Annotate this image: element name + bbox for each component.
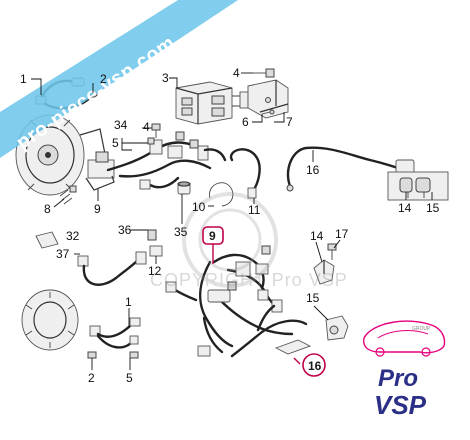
sensor-cable-part-16-lower	[230, 319, 312, 358]
bracket-part-7	[247, 79, 289, 119]
callout-12: 12	[148, 264, 162, 278]
engine-harness-part-9	[106, 131, 227, 190]
screw-part-8	[59, 185, 77, 205]
callout-36: 36	[118, 223, 132, 237]
callouts: 1 2 3 4 34 4 5 6 7 8 9 10 11 16 14 15 35…	[20, 66, 440, 385]
callout-1-top: 1	[20, 72, 27, 86]
callout-15-lower: 15	[306, 291, 320, 305]
bulb-parts-14-15	[387, 171, 449, 201]
callout-5-lower: 5	[126, 371, 133, 385]
leader-lines	[31, 72, 433, 370]
regulator-part-34	[85, 151, 115, 191]
callout-1-lower: 1	[125, 295, 132, 309]
cable-part-37	[77, 251, 147, 286]
callout-35: 35	[174, 225, 188, 239]
fastener-part-17	[327, 243, 337, 260]
callout-2-top: 2	[100, 72, 107, 86]
wire-part-10	[209, 182, 234, 207]
callout-16-highlighted: 16	[308, 359, 322, 373]
callout-3: 3	[162, 71, 169, 85]
callout-2-lower: 2	[88, 371, 95, 385]
grommet-part-35	[177, 181, 191, 195]
sensor-cable-part-16-top	[286, 146, 415, 192]
callout-17: 17	[335, 227, 349, 241]
callout-9-highlighted: 9	[209, 229, 216, 243]
sticker-part-32	[35, 231, 59, 249]
callout-8: 8	[44, 202, 51, 216]
callout-5-top: 5	[112, 136, 119, 150]
pro-vsp-logo: GROUP Pro VSP	[363, 320, 446, 420]
bulb-holder-part-14	[313, 259, 335, 285]
bolt-part-2-lower	[87, 351, 97, 359]
cable-part-1-lower	[89, 317, 141, 349]
stator-drawing	[21, 289, 79, 351]
bolt-part-5-lower	[129, 351, 139, 359]
copyright-text: COPYRIGHT Pro VSP	[150, 270, 348, 290]
callout-10: 10	[192, 200, 206, 214]
callout-14-lower: 14	[310, 229, 324, 243]
callout-37: 37	[56, 247, 70, 261]
bulb-part-15-lower	[325, 315, 349, 341]
callout-14-top: 14	[398, 201, 412, 215]
callout-4-mid: 4	[143, 120, 150, 134]
bolt-part-4-top	[253, 68, 275, 78]
callout-6: 6	[242, 115, 249, 129]
highlight-rings	[202, 226, 326, 377]
callout-11: 11	[248, 203, 261, 217]
bolt-part-5	[147, 137, 155, 145]
connector-part-36	[147, 229, 157, 241]
callout-4-top: 4	[233, 66, 240, 80]
logo-name-bottom: VSP	[374, 390, 427, 420]
callout-15-top: 15	[426, 201, 440, 215]
main-harness-part-9	[165, 245, 294, 357]
callout-34: 34	[114, 118, 128, 132]
logo-name-top: Pro	[378, 365, 418, 392]
callout-7: 7	[286, 115, 293, 129]
callout-32: 32	[66, 229, 80, 243]
connector-part-12	[149, 245, 163, 257]
bolt-part-4-mid	[151, 123, 161, 138]
screw-part-6	[261, 109, 275, 115]
callout-9-top: 9	[94, 202, 101, 216]
logo-tag: GROUP	[412, 326, 431, 332]
fuse-box-part-3	[175, 81, 249, 125]
copyright-watermark: COPYRIGHT Pro VSP	[150, 192, 348, 290]
callout-16-top: 16	[306, 163, 320, 177]
wire-part-11	[229, 148, 261, 199]
